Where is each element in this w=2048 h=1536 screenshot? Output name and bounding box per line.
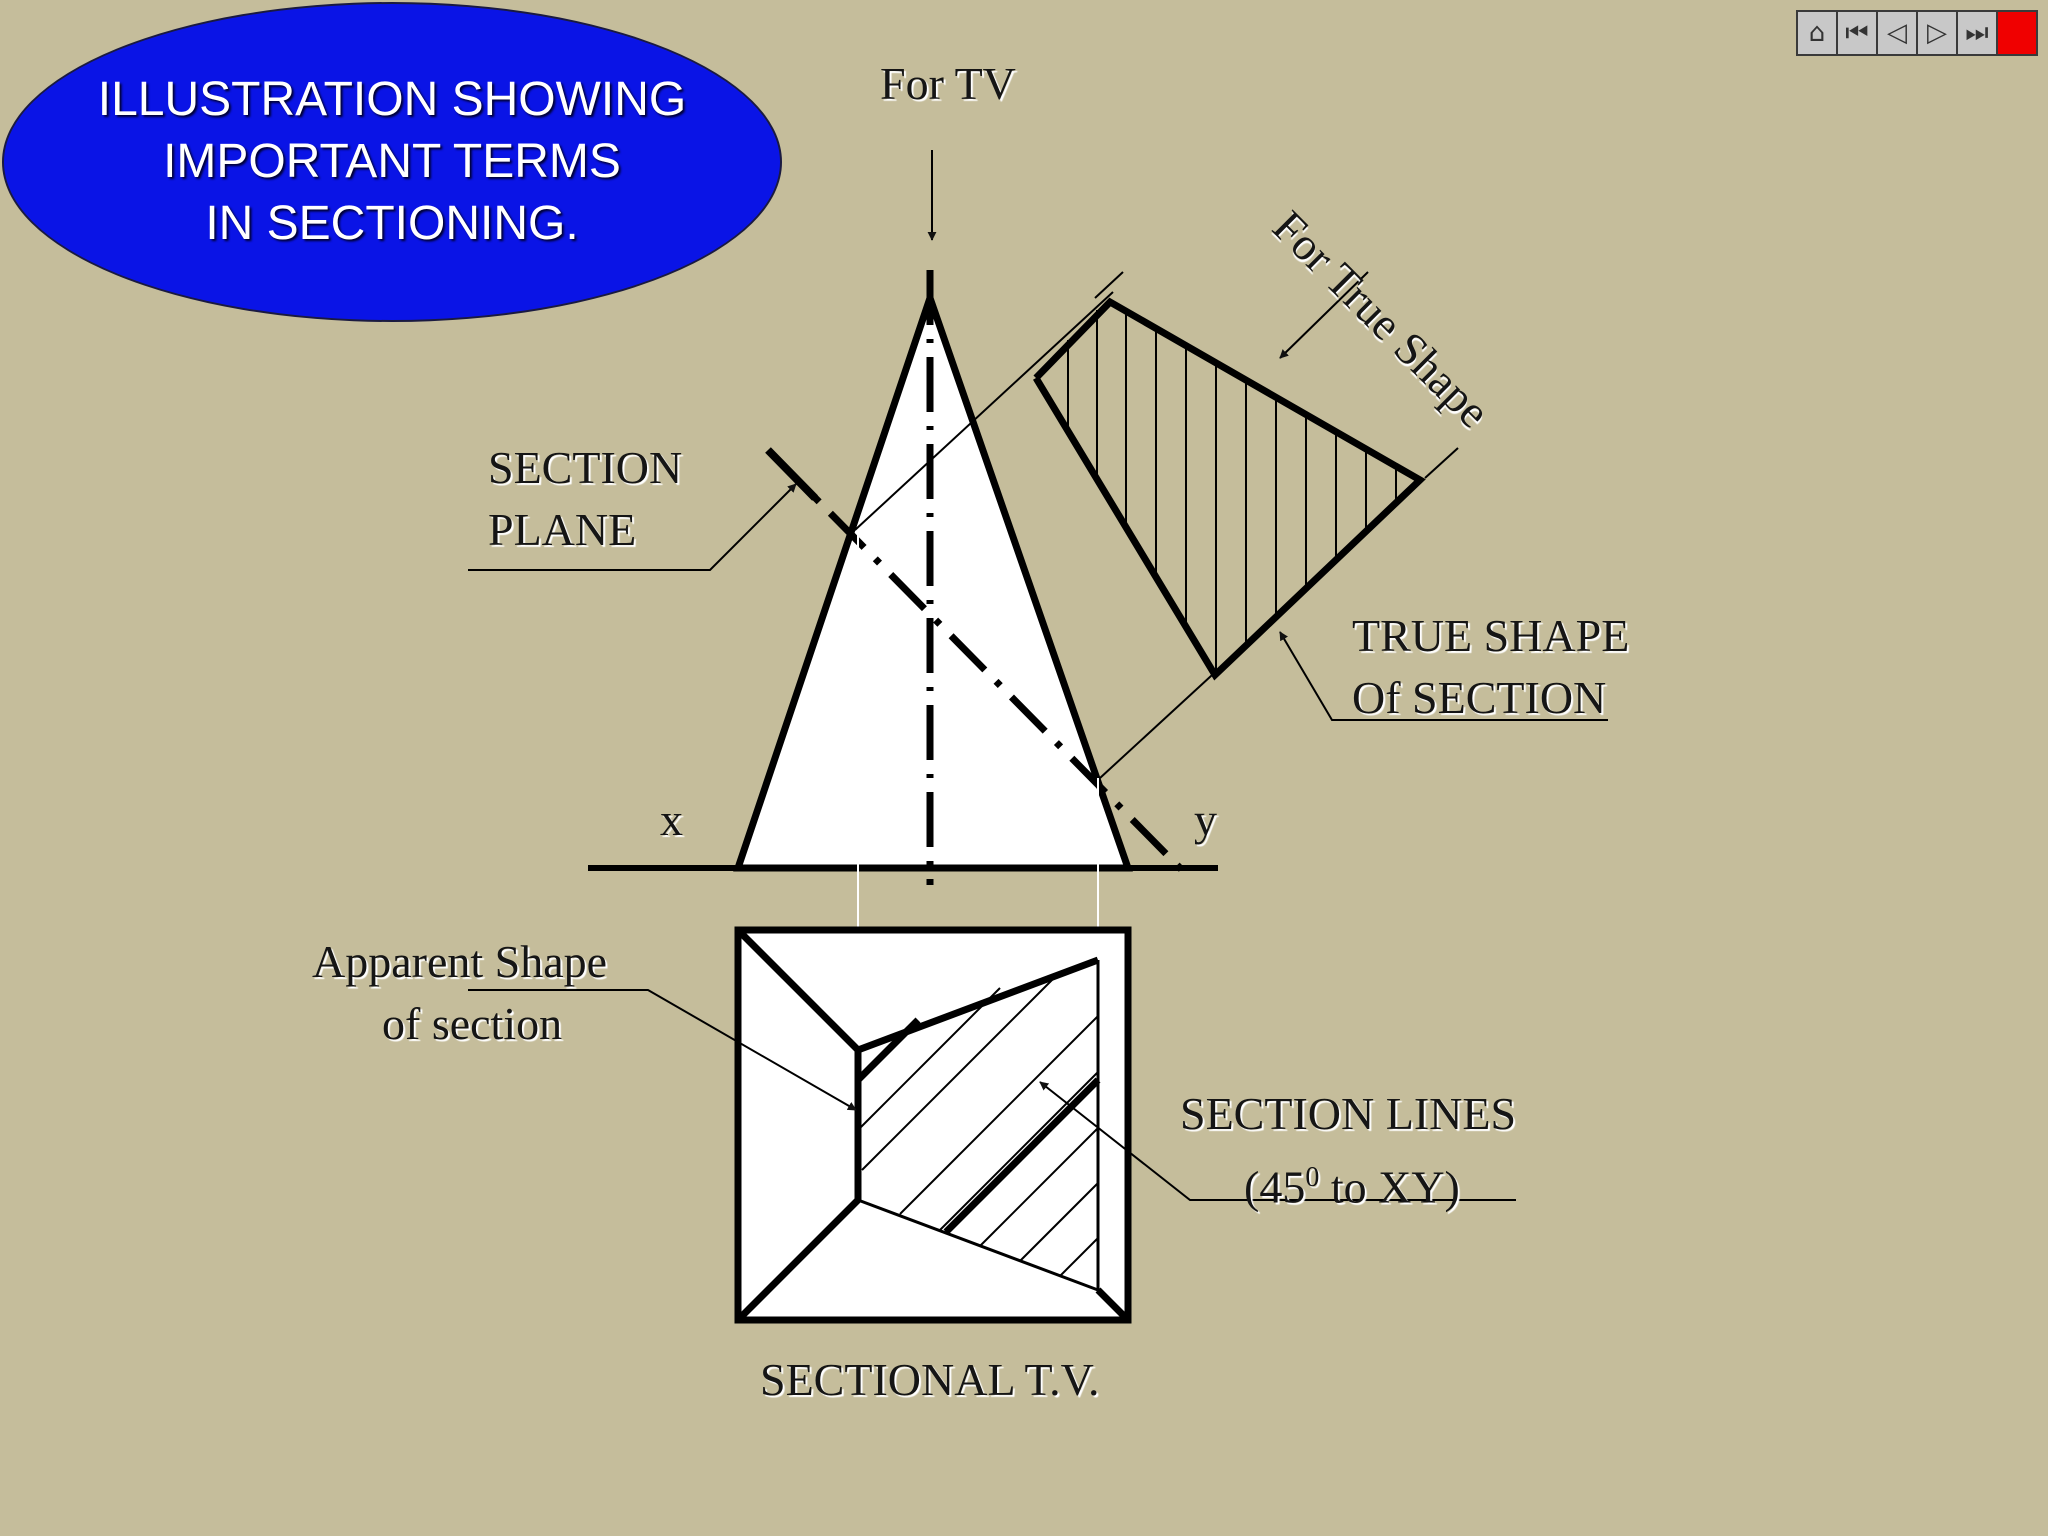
apparent-shape-leader [468,989,857,1111]
true-shape-outline [1033,297,1426,681]
section-lines-label-2-pre: (45 [1244,1161,1306,1213]
section-lines-label-2: (450 to XY) [1244,1148,1460,1217]
apparent-section [858,960,1098,1290]
section-lines-label-2-post: to XY) [1319,1161,1460,1213]
for-true-shape-arrow [1279,271,1369,359]
top-view-edges [737,929,1129,1321]
true-shape-label-2: Of SECTION [1352,672,1607,723]
title-line-1: ILLUSTRATION SHOWING [97,73,687,126]
section-plane-label-1: SECTION [488,442,683,493]
slide-navigation: ⌂ ⏮ ◁ ▷ ⏭ ■ [1796,10,2038,56]
title-line-3: IN SECTIONING. [205,197,579,250]
section-lines-leader [1039,1081,1516,1201]
title-oval: ILLUSTRATION SHOWING IMPORTANT TERMS IN … [2,2,782,322]
section-plane-label-2: PLANE [488,504,637,555]
x-label: x [660,794,683,845]
apparent-shape-label-2: of section [382,998,563,1049]
true-shape-hatching [1067,310,1397,674]
sectional-tv-label: SECTIONAL T.V. [760,1354,1100,1405]
section-plane-leader [468,483,797,571]
degree-superscript: 0 [1305,1162,1320,1193]
for-tv-label: For TV [880,58,1016,109]
projector-1 [854,291,1114,531]
projector-4 [1424,447,1459,479]
y-label: y [1194,794,1217,845]
true-shape-label-1: TRUE SHAPE [1352,610,1630,661]
hatch-thick [943,1077,1101,1235]
section-hatching [857,973,1099,1277]
next-slide-icon[interactable]: ▷ [1918,12,1956,54]
home-icon[interactable]: ⌂ [1798,12,1836,54]
first-slide-icon[interactable]: ⏮ [1838,12,1876,54]
true-shape-section [1036,302,1420,675]
previous-slide-icon[interactable]: ◁ [1878,12,1916,54]
last-slide-icon[interactable]: ⏭ [1958,12,1996,54]
projector-3 [1094,271,1124,299]
true-shape-leader [1279,631,1608,721]
section-lines-label-1: SECTION LINES [1180,1088,1517,1139]
stop-icon[interactable]: ■ [1998,12,2036,54]
title-line-2: IMPORTANT TERMS [163,135,621,188]
section-plane-end-mark [765,447,818,501]
apparent-shape-label-1: Apparent Shape [312,936,608,987]
section-plane-line [767,449,1185,873]
